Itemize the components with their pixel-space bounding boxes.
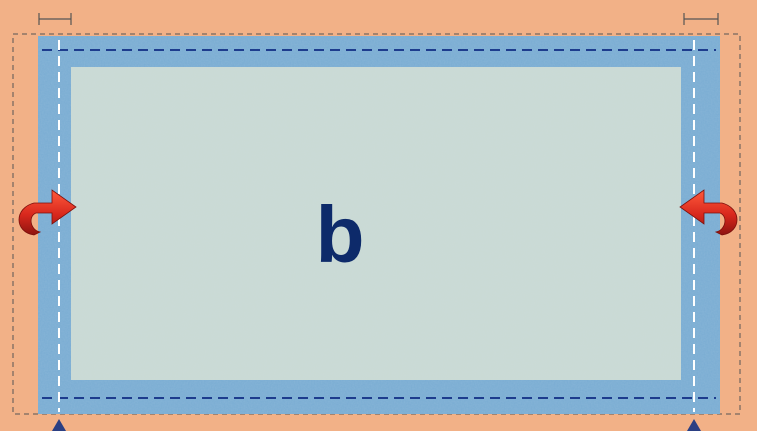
- dimension-marker-right: [684, 13, 718, 25]
- triangle-up-icon-left: [52, 419, 66, 431]
- triangle-up-icon-right: [687, 419, 701, 431]
- dimension-marker-left: [39, 13, 71, 25]
- center-label: b: [300, 185, 380, 285]
